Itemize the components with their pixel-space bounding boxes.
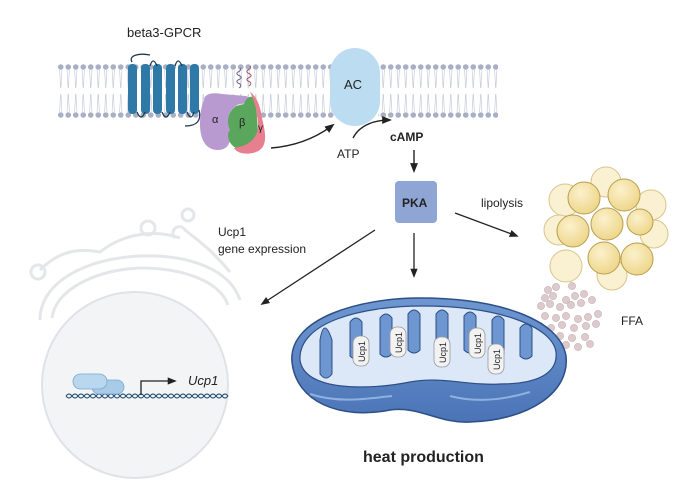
pka-label: PKA <box>402 196 428 210</box>
ffa-molecule <box>541 294 549 302</box>
g-alpha-label: α <box>212 114 219 126</box>
ffa-molecule <box>544 286 552 294</box>
cell-membrane <box>57 64 498 118</box>
beta3-gpcr-receptor <box>128 53 201 127</box>
ffa-molecule <box>570 324 578 332</box>
ucp1-protein: Ucp1 <box>468 327 486 359</box>
gene-label: Ucp1 <box>188 373 218 388</box>
g-protein: α β γ <box>200 65 266 154</box>
ffa-molecule <box>568 282 576 290</box>
ffa-molecule <box>541 312 549 320</box>
receptor-label: beta3-GPCR <box>127 25 201 40</box>
ffa-molecule <box>537 302 545 310</box>
ffa-molecule <box>558 321 566 329</box>
ac-label: AC <box>344 77 362 92</box>
ucp1-protein: Ucp1 <box>352 335 370 367</box>
mitochondrion <box>291 297 567 423</box>
pka-box <box>395 181 437 223</box>
ffa-molecule <box>582 322 590 330</box>
ffa-molecule <box>567 301 575 309</box>
g-gamma-subunit <box>234 92 266 154</box>
g-beta-label: β <box>239 117 245 129</box>
ucp1-expression-label-1: Ucp1 <box>218 225 246 239</box>
g-beta-subunit <box>228 96 258 150</box>
arrow-pka-to-fat <box>454 212 519 237</box>
ffa-molecule <box>586 340 594 348</box>
ucp1-proteins: Ucp1 Ucp1 Ucp1 Ucp1 Ucp1 <box>352 326 505 375</box>
svg-text:Ucp1: Ucp1 <box>438 342 448 363</box>
ffa-molecule <box>556 303 564 311</box>
ffa-molecule <box>592 320 600 328</box>
svg-text:Ucp1: Ucp1 <box>394 332 404 353</box>
svg-text:Ucp1: Ucp1 <box>357 341 367 362</box>
lipid-droplets <box>543 166 669 291</box>
ffa-molecule <box>574 315 582 323</box>
svg-text:Ucp1: Ucp1 <box>473 333 483 354</box>
ffa-molecule <box>562 312 570 320</box>
heat-production-label: heat production <box>363 449 484 466</box>
svg-text:Ucp1: Ucp1 <box>492 349 502 370</box>
ffa-molecule <box>568 334 576 342</box>
atp-label: ATP <box>337 147 359 161</box>
arrow-g-protein-to-ac <box>270 123 335 149</box>
ffa-molecule <box>574 343 582 351</box>
g-alpha-subunit <box>200 93 249 150</box>
arrow-pka-to-nucleus <box>260 229 376 305</box>
ffa-molecule <box>546 300 554 308</box>
ffa-molecule <box>584 313 592 321</box>
ffa-molecule <box>580 290 588 298</box>
ffa-label: FFA <box>621 314 643 328</box>
ffa-molecule <box>577 299 585 307</box>
ffa-molecule <box>552 283 560 291</box>
dna-strand <box>65 393 229 399</box>
ffa-molecule <box>588 296 596 304</box>
ffa-molecule <box>571 292 579 300</box>
ffa-molecule <box>552 314 560 322</box>
endoplasmic-reticulum <box>29 207 242 321</box>
lipolysis-label: lipolysis <box>481 196 523 210</box>
camp-label: cAMP <box>390 130 423 144</box>
nucleus <box>41 291 229 479</box>
g-gamma-label: γ <box>258 123 263 134</box>
ucp1-protein: Ucp1 <box>389 326 407 358</box>
arrow-atp-to-camp <box>352 116 392 139</box>
ucp1-protein: Ucp1 <box>487 343 505 375</box>
ucp1-expression-label-2: gene expression <box>218 242 306 256</box>
ffa-molecule <box>562 296 570 304</box>
ucp1-protein: Ucp1 <box>433 336 451 368</box>
ffa-molecule <box>594 310 602 318</box>
ffa-molecule <box>549 292 557 300</box>
ffa-molecule <box>581 333 589 341</box>
transcription-start-arrow <box>140 377 177 395</box>
adenylyl-cyclase <box>330 48 380 126</box>
transcription-factor-1 <box>72 373 108 390</box>
